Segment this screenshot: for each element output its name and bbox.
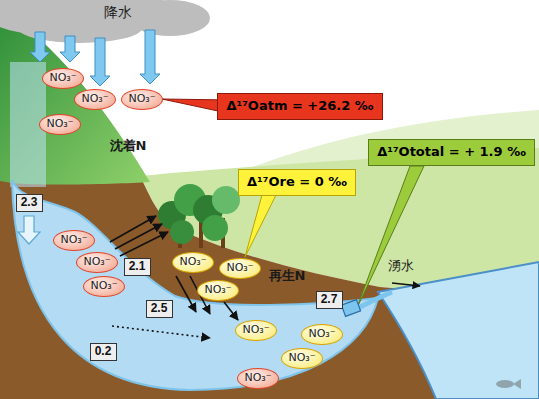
- direct-flow-arrow: [112, 326, 210, 338]
- rain-arrow: [90, 38, 110, 86]
- nitrate-bubble-text: NO₃⁻: [128, 93, 155, 106]
- nitrate-bubble: NO₃⁻: [237, 368, 279, 389]
- isotope-callout: Δ¹⁷Oatm = +26.2 ‰: [217, 93, 383, 120]
- nitrate-bubble-text: NO₃⁻: [242, 324, 269, 337]
- flux-number-text: 2.1: [129, 260, 146, 274]
- rain-arrow: [30, 32, 50, 62]
- spring-label: 湧水: [388, 259, 414, 274]
- nitrate-bubble: NO₃⁻: [219, 258, 261, 279]
- isotope-callout-text: Δ¹⁷Ore = 0 ‰: [247, 175, 347, 190]
- fish: [513, 379, 521, 389]
- fish: [496, 379, 521, 389]
- nitrate-bubble: NO₃⁻: [281, 348, 323, 369]
- nitrate-bubble-text: NO₃⁻: [60, 234, 87, 247]
- lake: [378, 262, 539, 399]
- isotope-callout-text: Δ¹⁷Oatm = +26.2 ‰: [226, 99, 373, 114]
- flux-number: 2.5: [146, 300, 173, 318]
- infiltration-arrow: [18, 216, 40, 244]
- callout-tail-green: [356, 166, 424, 310]
- nitrate-bubble: NO₃⁻: [172, 252, 214, 273]
- groundwater: [12, 180, 378, 390]
- cloud: [0, 0, 210, 43]
- infiltration-arrow: [18, 216, 40, 244]
- uptake-arrow: [110, 216, 168, 256]
- lake: [378, 262, 539, 399]
- nitrate-bubble-text: NO₃⁻: [226, 262, 253, 275]
- callout-tail-yellow: [245, 195, 276, 257]
- leaching-arrow: [224, 302, 238, 320]
- uptake-arrow: [110, 216, 156, 242]
- trees: [202, 215, 228, 241]
- rain-arrow: [60, 36, 80, 62]
- nitrate-bubble-text: NO₃⁻: [244, 372, 271, 385]
- nitrate-bubble: NO₃⁻: [121, 89, 163, 110]
- spring: [341, 300, 360, 317]
- nitrate-bubble-text: NO₃⁻: [204, 284, 231, 297]
- nitrate-bubble: NO₃⁻: [235, 320, 277, 341]
- rain-arrow: [30, 30, 160, 86]
- isotope-callout: Δ¹⁷Ore = 0 ‰: [238, 169, 356, 196]
- spring: [358, 292, 392, 308]
- regenerated-n-label: 再生N: [269, 269, 306, 284]
- flux-number-text: 2.3: [21, 196, 38, 210]
- isotope-callout-text: Δ¹⁷Ototal = + 1.9 ‰: [377, 145, 526, 160]
- callout-tail-yellow: [245, 195, 276, 257]
- isotope-callout: Δ¹⁷Ototal = + 1.9 ‰: [368, 139, 535, 166]
- nitrate-bubble-text: NO₃⁻: [81, 93, 108, 106]
- nitrate-bubble: NO₃⁻: [53, 230, 95, 251]
- nitrate-bubble: NO₃⁻: [83, 276, 125, 297]
- nitrate-bubble-text: NO₃⁻: [83, 256, 110, 269]
- uptake-arrow: [115, 224, 162, 249]
- flux-number: 2.3: [16, 194, 43, 212]
- leaching-arrow: [176, 276, 238, 320]
- nitrate-bubble: NO₃⁻: [301, 324, 343, 345]
- trees: [212, 186, 240, 214]
- fish: [496, 380, 514, 388]
- spring: [341, 283, 420, 316]
- nitrate-bubble: NO₃⁻: [197, 280, 239, 301]
- nitrate-bubble: NO₃⁻: [39, 114, 81, 135]
- cloud: [130, 0, 210, 36]
- flux-number-text: 2.5: [151, 302, 168, 316]
- nitrate-bubble-text: NO₃⁻: [46, 118, 73, 131]
- deposited-n-label: 沈着N: [110, 139, 147, 154]
- ground: [0, 12, 539, 399]
- nitrate-bubble: NO₃⁻: [74, 89, 116, 110]
- rain-arrow: [140, 30, 160, 84]
- ground: [0, 12, 539, 399]
- flux-number-text: 0.2: [95, 345, 112, 359]
- flux-number: 2.7: [316, 291, 343, 309]
- nitrate-bubble-text: NO₃⁻: [90, 280, 117, 293]
- flux-number: 2.1: [124, 258, 151, 276]
- nitrate-bubble-text: NO₃⁻: [49, 72, 76, 85]
- direct-flow-arrow: [112, 326, 210, 338]
- flux-number-text: 2.7: [321, 293, 338, 307]
- nitrate-bubble-text: NO₃⁻: [308, 328, 335, 341]
- groundwater: [12, 180, 378, 390]
- spring: [392, 283, 420, 286]
- callout-tail-green: [356, 166, 424, 310]
- uptake-arrow: [120, 232, 168, 256]
- precipitation-label: 降水: [104, 4, 132, 20]
- trees: [158, 184, 240, 248]
- nitrate-bubble: NO₃⁻: [76, 252, 118, 273]
- trees: [170, 220, 194, 244]
- nitrate-bubble-text: NO₃⁻: [179, 256, 206, 269]
- nitrate-bubble: NO₃⁻: [42, 68, 84, 89]
- flux-number: 0.2: [90, 343, 117, 361]
- nitrate-bubble-text: NO₃⁻: [288, 352, 315, 365]
